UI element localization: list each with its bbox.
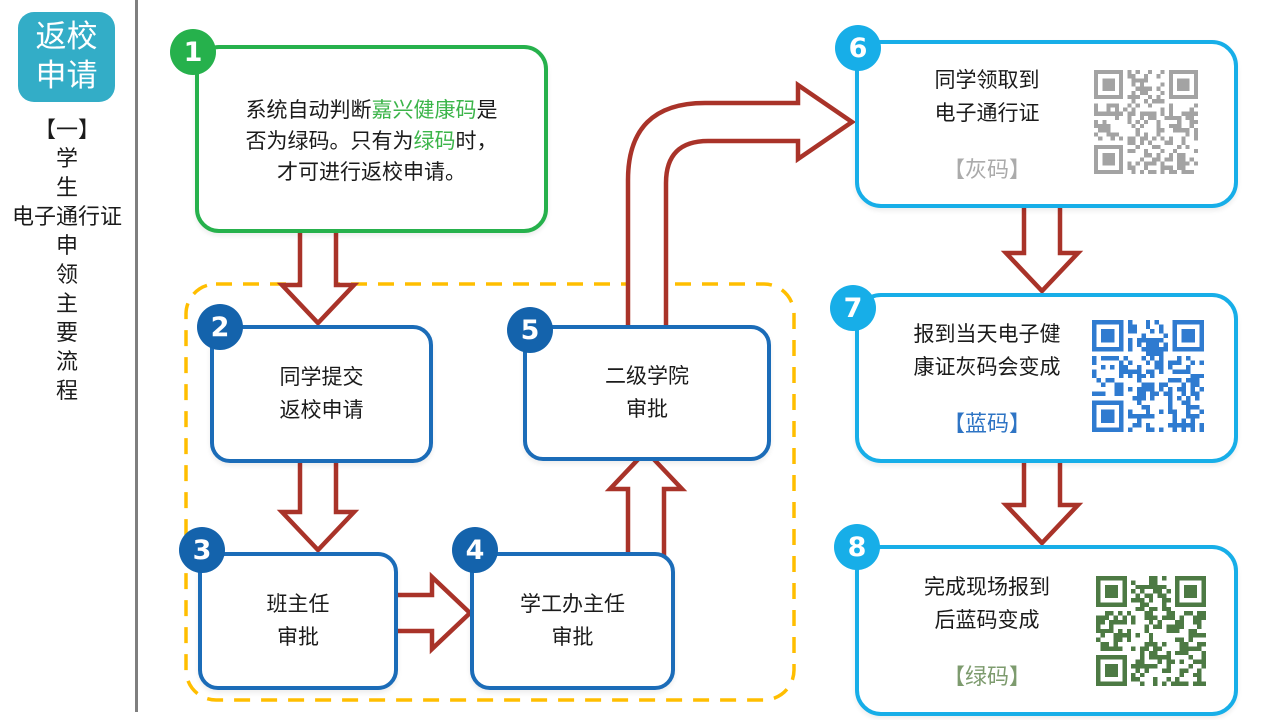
gray-code-label: 【灰码】 <box>942 158 1031 183</box>
sidebar-vertical-title: 【一】 学 生 电子通行证 申 领 主 要 流 程 <box>0 116 134 406</box>
step5-line: 二级学院 <box>605 364 689 388</box>
title-line: 【一】 <box>33 118 100 143</box>
step1-run-green: 绿码 <box>413 128 456 153</box>
step3-box: 班主任 审批 <box>198 552 398 690</box>
step-badge-7: 7 <box>830 285 876 331</box>
arrow-step5-to-step6-elbow <box>625 80 856 335</box>
green-code-label: 【绿码】 <box>942 664 1031 690</box>
qr-code-blue <box>1092 320 1204 432</box>
step-badge-4: 4 <box>452 527 498 573</box>
step-number: 5 <box>520 314 540 346</box>
step-number: 7 <box>843 292 863 324</box>
step1-run: 才可进行返校申请。 <box>277 159 466 184</box>
step6-box: 同学领取到 电子通行证 【灰码】 <box>855 40 1238 208</box>
step-number: 2 <box>210 311 230 343</box>
step7-box: 报到当天电子健 康证灰码会变成 【蓝码】 <box>855 293 1238 463</box>
blue-code-label: 【蓝码】 <box>942 412 1031 437</box>
step1-run-green: 嘉兴健康码 <box>371 97 477 122</box>
return-application-badge: 返校 申请 <box>18 12 115 102</box>
step5-line: 审批 <box>626 397 668 421</box>
step1-run: 系统自动判断 <box>245 97 372 122</box>
step2-line: 同学提交 <box>279 365 364 389</box>
step-badge-2: 2 <box>197 304 243 350</box>
step-badge-8: 8 <box>834 524 880 570</box>
step-number: 8 <box>847 531 867 563</box>
step7-line: 康证灰码会变成 <box>913 355 1061 379</box>
arrow-step4-to-step5 <box>604 447 688 561</box>
title-line: 要 <box>55 321 78 346</box>
step1-run: 否为绿码。只有为 <box>245 128 414 153</box>
step1-box: 系统自动判断嘉兴健康码是 否为绿码。只有为绿码时， 才可进行返校申请。 <box>195 45 548 233</box>
step-number: 3 <box>192 534 212 566</box>
arrow-step2-to-step3 <box>276 446 360 554</box>
step6-line: 同学领取到 <box>934 68 1040 92</box>
step2-line: 返校申请 <box>279 398 364 422</box>
arrow-step6-to-step7 <box>1000 191 1084 295</box>
qr-code-gray <box>1094 70 1198 174</box>
vertical-divider <box>135 0 138 712</box>
step-number: 1 <box>183 36 203 68</box>
step-badge-5: 5 <box>507 307 553 353</box>
step4-box: 学工办主任 审批 <box>470 552 675 690</box>
qr-code-green <box>1096 576 1206 686</box>
badge-line: 返校 <box>35 19 98 55</box>
title-line: 生 <box>55 176 78 201</box>
step2-box: 同学提交 返校申请 <box>210 325 433 463</box>
step7-line: 报到当天电子健 <box>913 322 1061 346</box>
badge-line: 申请 <box>35 58 98 94</box>
title-line: 学 <box>55 147 78 172</box>
title-line: 程 <box>55 379 78 404</box>
step8-line: 完成现场报到 <box>924 574 1050 599</box>
step6-line: 电子通行证 <box>934 101 1040 125</box>
step4-line: 审批 <box>551 625 594 649</box>
title-line: 领 <box>55 263 78 288</box>
arrow-step1-to-step2 <box>276 216 360 327</box>
step3-line: 班主任 <box>266 592 330 616</box>
step3-line: 审批 <box>277 625 319 649</box>
step-badge-6: 6 <box>835 25 881 71</box>
step1-run: 是 <box>476 97 498 122</box>
step5-box: 二级学院 审批 <box>523 325 771 461</box>
step-badge-3: 3 <box>179 527 225 573</box>
arrow-step7-to-step8 <box>1000 446 1084 547</box>
step-badge-1: 1 <box>170 29 216 75</box>
title-line: 申 <box>55 234 78 259</box>
step8-box: 完成现场报到 后蓝码变成 【绿码】 <box>855 545 1238 716</box>
step1-run: 时， <box>455 128 498 153</box>
title-line: 主 <box>55 292 78 317</box>
step4-line: 学工办主任 <box>520 592 625 616</box>
step-number: 4 <box>465 534 485 566</box>
step1-text: 系统自动判断嘉兴健康码是 否为绿码。只有为绿码时， 才可进行返校申请。 <box>246 91 498 188</box>
title-line: 流 <box>55 350 78 375</box>
step-number: 6 <box>848 32 868 64</box>
step8-line: 后蓝码变成 <box>934 607 1040 632</box>
title-line: 电子通行证 <box>11 205 122 230</box>
